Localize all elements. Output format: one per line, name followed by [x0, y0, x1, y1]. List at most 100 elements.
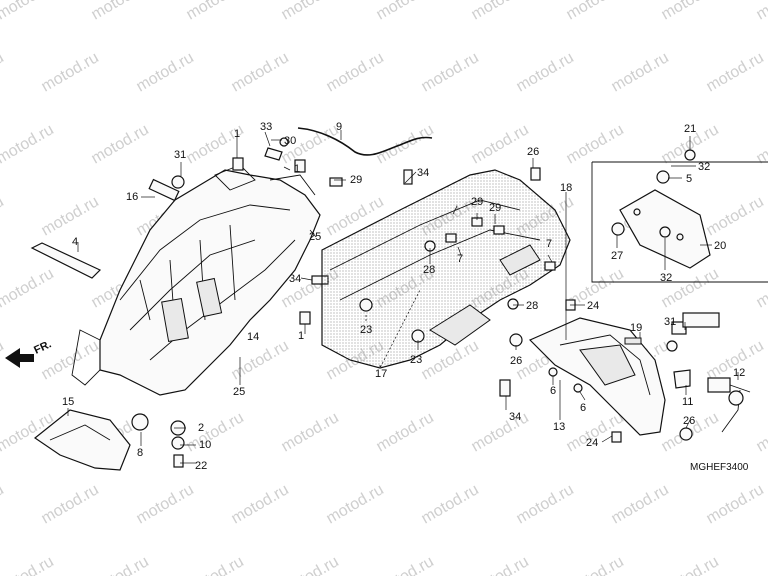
watermark-text: motod.ru — [374, 553, 437, 576]
front-direction-label: FR. — [32, 338, 53, 356]
watermark-text: motod.ru — [0, 193, 7, 239]
watermark-text: motod.ru — [374, 0, 437, 23]
watermark-text: motod.ru — [514, 49, 577, 95]
callout-label: 7 — [546, 238, 552, 250]
callout-numbers: 1 1 1 2 4 5 6 6 7 7 8 9 10 11 12 13 14 1… — [62, 121, 749, 473]
watermark-text: motod.ru — [704, 49, 767, 95]
watermark-text: motod.ru — [324, 49, 387, 95]
callout-label: 23 — [360, 324, 372, 336]
watermark-text: motod.ru — [659, 553, 722, 576]
callout-label: 4 — [72, 236, 78, 248]
callout-label: 24 — [587, 300, 599, 312]
fastener-set-left — [131, 137, 343, 468]
watermark-text: motod.ru — [39, 193, 102, 239]
callout-label: 7 — [457, 253, 463, 265]
bracket-16 — [148, 178, 180, 202]
watermark-text: motod.ru — [0, 49, 7, 95]
callout-label: 26 — [510, 355, 522, 367]
callout-label: 34 — [289, 273, 301, 285]
callout-label: 5 — [686, 173, 692, 185]
watermark-text: motod.ru — [229, 49, 292, 95]
callout-label: 6 — [550, 385, 556, 397]
watermark-text: motod.ru — [134, 481, 197, 527]
watermark-text: motod.ru — [134, 49, 197, 95]
watermark-text: motod.ru — [704, 193, 767, 239]
rear-fender-tray — [321, 169, 571, 369]
watermark-text: motod.ru — [754, 265, 768, 311]
watermark-text: motod.ru — [564, 553, 627, 576]
callout-label: 21 — [684, 123, 696, 135]
watermark-text: motod.ru — [564, 0, 627, 23]
watermark-text: motod.ru — [0, 0, 57, 23]
callout-label: 31 — [664, 316, 676, 328]
watermark-text: motod.ru — [89, 0, 152, 23]
gasket-strip — [30, 242, 102, 279]
callout-label: 29 — [471, 196, 483, 208]
watermark-text: motod.ru — [609, 481, 672, 527]
license-bracket — [528, 317, 666, 436]
watermark-text: motod.ru — [184, 409, 247, 455]
watermark-text: motod.ru — [229, 337, 292, 383]
callout-label: 14 — [247, 331, 259, 343]
callout-label: 26 — [527, 146, 539, 158]
watermark-text: motod.ru — [419, 49, 482, 95]
callout-label: 11 — [682, 396, 693, 408]
callout-label: 23 — [410, 354, 422, 366]
callout-label: 34 — [417, 167, 429, 179]
callout-label: 18 — [560, 182, 572, 194]
callout-label: 26 — [683, 415, 695, 427]
watermark-text: motod.ru — [514, 481, 577, 527]
callout-label: 10 — [199, 439, 211, 451]
callout-label: 34 — [509, 411, 521, 423]
watermark-text: motod.ru — [324, 481, 387, 527]
diagram-code: MGHEF3400 — [690, 462, 749, 473]
callout-label: 27 — [611, 250, 623, 262]
callout-label: 17 — [375, 368, 387, 380]
watermark-text: motod.ru — [469, 121, 532, 167]
callout-label: 31 — [174, 149, 186, 161]
callout-label: 1 — [294, 163, 300, 175]
callout-label: 29 — [350, 174, 362, 186]
watermark-text: motod.ru — [469, 0, 532, 23]
callout-label: 16 — [126, 191, 138, 203]
watermark-text: motod.ru — [39, 481, 102, 527]
callout-label: 25 — [309, 231, 321, 243]
callout-label: 28 — [423, 264, 435, 276]
callout-label: 32 — [660, 272, 672, 284]
callout-label: 30 — [284, 135, 296, 147]
watermark-text: motod.ru — [0, 121, 57, 167]
watermark-text: motod.ru — [279, 0, 342, 23]
watermark-text: motod.ru — [564, 121, 627, 167]
watermark-text: motod.ru — [0, 337, 7, 383]
callout-label: 6 — [580, 402, 586, 414]
callout-label: 20 — [714, 240, 726, 252]
callout-label: 12 — [733, 367, 745, 379]
watermark-text: motod.ru — [0, 553, 57, 576]
watermark-text: motod.ru — [419, 481, 482, 527]
watermark-text: motod.ru — [659, 0, 722, 23]
watermark-text: motod.ru — [184, 553, 247, 576]
watermark-text: motod.ru — [609, 49, 672, 95]
watermark-text: motod.ru — [754, 409, 768, 455]
callout-label: 24 — [586, 437, 598, 449]
fastener-set-right-lower — [499, 299, 720, 443]
mud-guard-lower — [33, 409, 131, 471]
callout-label: 25 — [233, 386, 245, 398]
watermark-text: motod.ru — [374, 121, 437, 167]
callout-label: 22 — [195, 460, 207, 472]
watermark-text: motod.ru — [374, 409, 437, 455]
callout-label: 2 — [198, 422, 204, 434]
license-plate-inset — [591, 149, 768, 283]
callout-label: 19 — [630, 322, 642, 334]
callout-label: 9 — [336, 121, 342, 133]
callout-label: 13 — [553, 421, 565, 433]
watermark-text: motod.ru — [229, 481, 292, 527]
watermark-text: motod.ru — [469, 553, 532, 576]
watermark-text: motod.ru — [754, 0, 768, 23]
callout-label: 29 — [489, 202, 501, 214]
leader-lines — [67, 130, 739, 464]
watermark-text: motod.ru — [184, 0, 247, 23]
watermark-text: motod.ru — [704, 481, 767, 527]
callout-label: 15 — [62, 396, 74, 408]
